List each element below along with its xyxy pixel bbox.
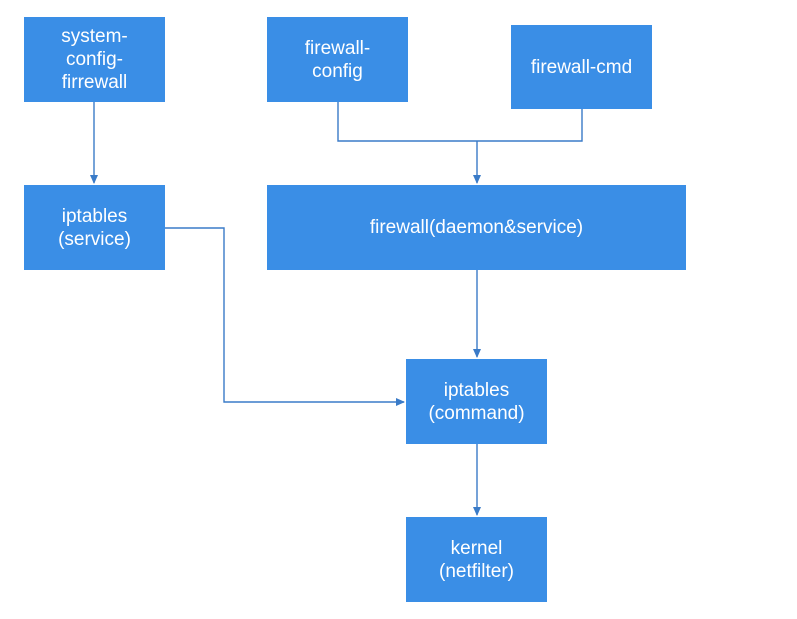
connector-iptables-service-to-iptables-command (165, 227, 405, 406)
node-system-config-firewall: system- config- firrewall (24, 17, 165, 102)
node-label: firewall- config (304, 37, 371, 82)
node-firewall-config: firewall- config (267, 17, 408, 102)
node-label: iptables (command) (428, 379, 525, 424)
node-label: kernel (netfilter) (439, 537, 514, 582)
node-iptables-command: iptables (command) (406, 359, 547, 444)
node-label: firewall(daemon&service) (369, 217, 584, 238)
node-firewall-daemon: firewall(daemon&service) (267, 185, 686, 270)
node-label: system- config- firrewall (61, 26, 128, 93)
node-label: firewall-cmd (530, 56, 633, 78)
connector-firewall-config-merge (337, 102, 477, 142)
node-label: iptables (service) (58, 205, 131, 250)
node-kernel-netfilter: kernel (netfilter) (406, 517, 547, 602)
node-firewall-cmd: firewall-cmd (511, 25, 652, 109)
node-iptables-service: iptables (service) (24, 185, 165, 270)
connector-firewall-cmd-merge (477, 109, 583, 142)
